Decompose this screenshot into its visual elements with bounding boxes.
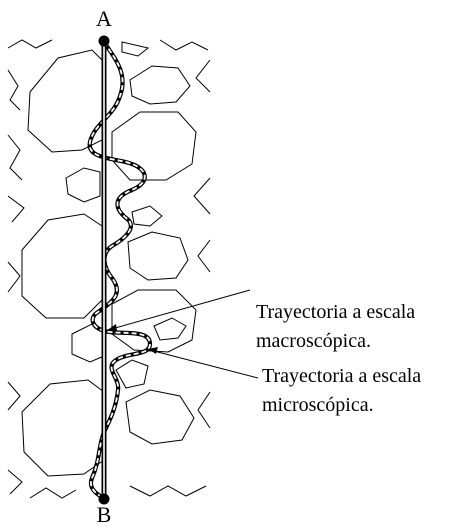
- point-a-label: A: [96, 6, 112, 31]
- grain-outlines: [8, 40, 210, 498]
- grain-edge-right-3: [198, 240, 210, 272]
- microscopic-path: [90, 42, 150, 498]
- grain-edge-left-1: [8, 70, 20, 110]
- grain-7: [22, 214, 102, 318]
- grain-edge-left-5: [8, 382, 20, 410]
- grain-12: [116, 360, 148, 388]
- grain-edge-right-2: [194, 178, 210, 214]
- grain-9: [112, 290, 196, 352]
- grain-edge-left-2: [8, 135, 22, 180]
- grain-edge-bottom-left: [30, 488, 76, 498]
- micro-leader-line: [150, 350, 258, 378]
- grain-edge-left-3: [8, 196, 24, 222]
- grain-edge-right-1: [196, 60, 210, 92]
- point-b-label: B: [97, 502, 112, 524]
- grain-edge-left-6: [8, 470, 22, 494]
- grain-8: [128, 232, 188, 280]
- grain-4: [112, 112, 196, 180]
- grain-edge-right-4: [198, 392, 210, 428]
- grain-11: [154, 318, 186, 340]
- grain-edge-top-right: [160, 40, 208, 50]
- macro-leader-line: [108, 290, 250, 330]
- grain-6: [132, 206, 162, 226]
- grain-edge-left-4: [8, 262, 20, 292]
- grain-edge-bottom-right: [130, 486, 206, 496]
- point-a-marker: [99, 36, 110, 47]
- grain-2: [122, 42, 148, 56]
- micro-label-line2: microscópica.: [262, 394, 374, 416]
- macro-label-line1: Trayectoria a escala: [256, 301, 415, 323]
- grain-3: [130, 66, 190, 104]
- grain-13: [22, 380, 104, 476]
- micro-label-line1: Trayectoria a escala: [262, 365, 421, 387]
- macro-label-line2: macroscópica.: [256, 330, 371, 352]
- grain-edge-top-left: [8, 40, 52, 48]
- grain-5: [66, 168, 100, 202]
- grain-14: [126, 390, 194, 444]
